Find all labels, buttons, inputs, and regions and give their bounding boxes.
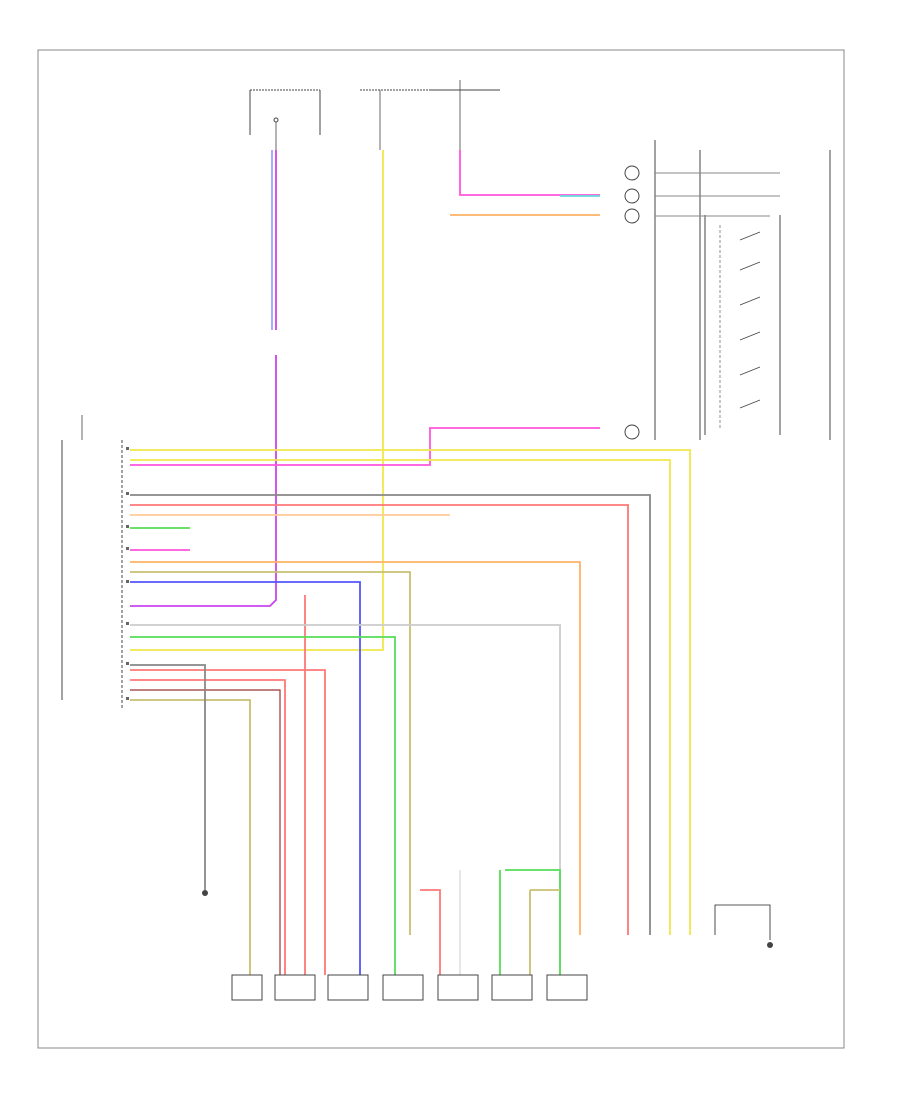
speakers (231, 974, 588, 1001)
wire-gray-right (130, 494, 651, 935)
wire-green-speaker (130, 636, 396, 975)
wires (130, 150, 780, 975)
speaker-5 (437, 974, 479, 1001)
ground-left (202, 890, 208, 896)
radio-pins (126, 447, 129, 700)
wire-red-branch (420, 889, 441, 975)
wire-red-speaker-2 (130, 669, 326, 975)
speaker-4 (382, 974, 424, 1001)
fuse-block-1 (249, 89, 321, 150)
wire-olive-bottom (130, 699, 251, 975)
speaker-6 (491, 974, 533, 1001)
fuse-block-2 (360, 80, 500, 150)
wire-orange-long (130, 561, 581, 935)
steering-switch-block (704, 150, 831, 440)
wire-lightgray-speaker (130, 624, 561, 975)
wire-yellow-right (130, 449, 691, 935)
steering-connector (624, 140, 701, 440)
wire-pink-lower (130, 427, 600, 466)
audio-unit (61, 415, 123, 710)
wire-green-branch (505, 869, 561, 975)
wire-blue-speaker (130, 581, 361, 975)
wire-olive (130, 571, 411, 935)
wire-pink-top (459, 150, 600, 196)
speaker-3 (327, 974, 369, 1001)
wire-gray-ground (130, 664, 206, 890)
wire-ground-right (714, 904, 771, 940)
diagram-border (37, 49, 845, 1049)
wire-yellow-right-2 (130, 459, 671, 935)
ground-symbols (202, 890, 773, 948)
speaker-7 (546, 974, 588, 1001)
speaker-1 (231, 974, 263, 1001)
wire-red-speaker-3 (130, 679, 286, 975)
wire-darkred (130, 689, 281, 975)
speaker-2 (274, 974, 316, 1001)
wire-yellow-main (130, 150, 384, 651)
wire-purple-lower (130, 355, 277, 607)
ground-right (767, 942, 773, 948)
wire-red-right (130, 504, 629, 935)
